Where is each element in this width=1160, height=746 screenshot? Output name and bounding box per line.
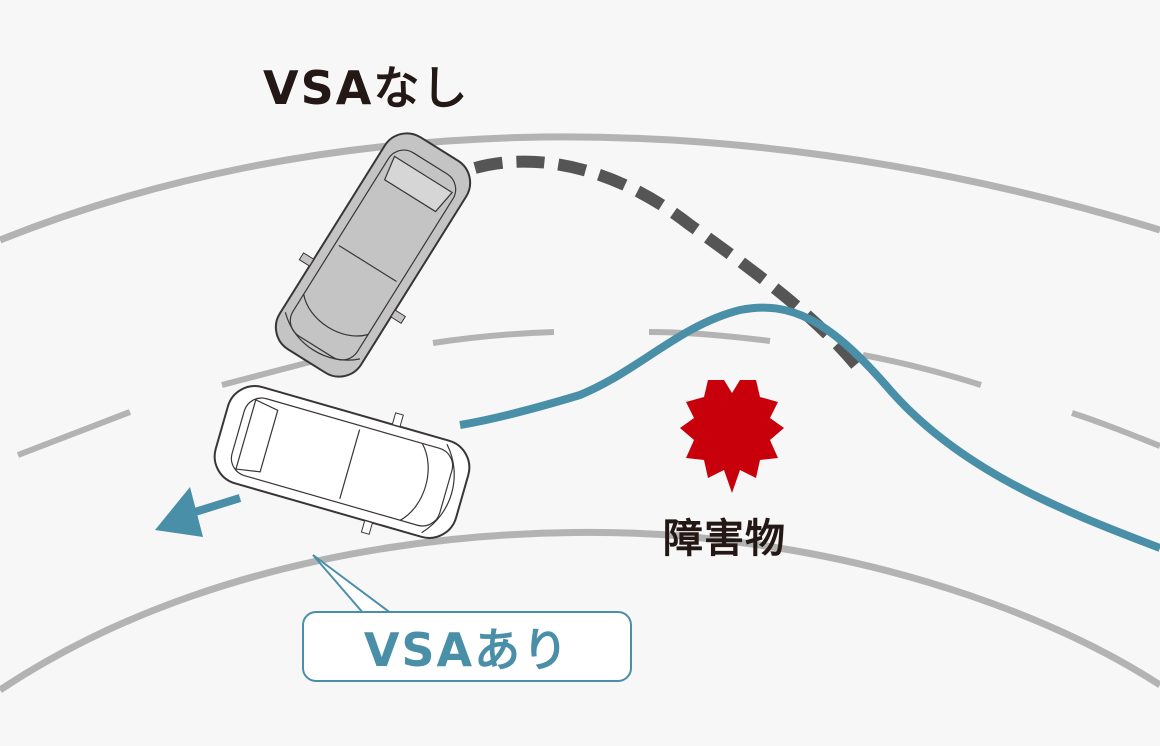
vsa-trajectory-tail [193,494,242,516]
road-inner-edge [0,528,1160,693]
road-outer-edge [0,133,1160,244]
lane-center-dashes [16,329,1160,458]
label-without-vsa: VSAなし [263,61,470,115]
callout-with-vsa: VSAあり [302,611,632,682]
vsa-arrow-icon [155,487,203,537]
car-with-vsa [213,385,471,539]
bubble-pointer [312,554,396,615]
label-with-vsa: VSAあり [363,622,571,677]
obstacle-icon [680,380,784,493]
vsa-trajectory [459,303,1160,552]
no-vsa-trajectory [473,155,865,374]
label-obstacle: 障害物 [663,516,786,562]
car-without-vsa [274,132,472,378]
